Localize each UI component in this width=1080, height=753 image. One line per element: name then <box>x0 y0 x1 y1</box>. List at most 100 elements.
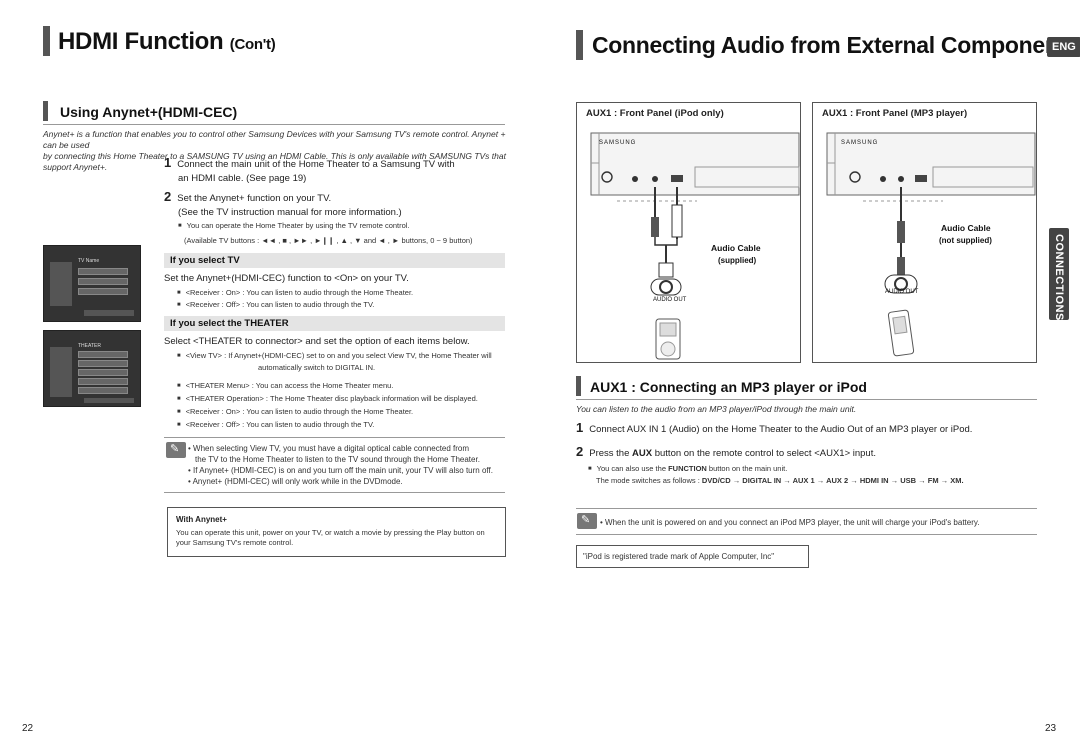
section-bar <box>576 376 581 396</box>
aux-jack <box>880 176 886 182</box>
step-text: Set the Anynet+ function on your TV. <box>177 193 332 204</box>
usb-port <box>671 175 683 182</box>
section-rule <box>43 124 505 125</box>
note-line: • If Anynet+ (HDMI-CEC) is on and you tu… <box>188 466 493 475</box>
panel-mp3: AUX1 : Front Panel (MP3 player) SAMSUNG … <box>812 102 1037 363</box>
note-block: • When selecting View TV, you must have … <box>188 443 508 487</box>
mp3-connection-diagram <box>826 132 1036 357</box>
bullet-bold: FUNCTION <box>668 464 707 473</box>
trademark-box: "iPod is registered trade mark of Apple … <box>576 545 809 568</box>
cable-jack <box>658 262 674 278</box>
power-button <box>601 171 613 183</box>
menu-row <box>78 278 128 285</box>
audio-out-label: AUDIO OUT <box>885 289 919 295</box>
tv-menu-screenshot-1: TV Name <box>43 245 141 322</box>
display-window <box>932 166 1034 188</box>
with-anynet-box: With Anynet+ You can operate this unit, … <box>167 507 506 557</box>
bullet-receiver-on: <Receiver : On> : You can listen to audi… <box>177 406 507 418</box>
note-icon <box>166 442 186 458</box>
step-text-cont: (See the TV instruction manual for more … <box>178 207 402 218</box>
shot-title: THEATER <box>78 343 101 349</box>
box-line: your Samsung TV's remote control. <box>176 538 294 547</box>
connections-tab: CONNECTIONS <box>1049 228 1069 321</box>
aux-jack <box>632 176 638 182</box>
menu-row <box>78 268 128 275</box>
step-text-cont: an HDMI cable. (See page 19) <box>178 173 307 184</box>
brand-label: SAMSUNG <box>841 140 879 146</box>
step-text: Connect AUX IN 1 (Audio) on the Home The… <box>589 424 973 435</box>
section-title-anynet: Using Anynet+(HDMI-CEC) <box>60 104 238 120</box>
bullet-view-tv: <View TV> : If Anynet+(HDMI-CEC) set to … <box>177 350 507 362</box>
brand-label: SAMSUNG <box>599 140 637 146</box>
title-bar <box>43 26 50 56</box>
page-title-right: Connecting Audio from External Component… <box>592 32 1079 58</box>
if-tv-line: Set the Anynet+(HDMI-CEC) function to <O… <box>164 273 409 284</box>
if-theater-line: Select <THEATER to connector> and set th… <box>164 336 470 347</box>
aux-bullet: You can also use the FUNCTION button on … <box>588 463 1038 487</box>
intro-line-1: Anynet+ is a function that enables you t… <box>43 129 506 150</box>
page-number-left: 22 <box>22 723 34 734</box>
box-title: With Anynet+ <box>176 515 227 524</box>
if-select-theater-heading: If you select the THEATER <box>164 316 505 331</box>
section-bar <box>43 101 48 121</box>
panel-title: AUX1 : Front Panel (iPod only) <box>586 108 724 119</box>
menu-row <box>78 360 128 367</box>
mode-sequence: DVD/CD → DIGITAL IN → AUX 1 → AUX 2 → HD… <box>701 476 964 485</box>
box-line: You can operate this unit, power on your… <box>176 528 485 537</box>
shot-title: TV Name <box>78 258 100 264</box>
bullet-theater-operation: <THEATER Operation> : The Home Theater d… <box>177 393 507 405</box>
menu-footer <box>84 398 134 403</box>
title-suffix: (Con't) <box>229 36 276 53</box>
bullet-theater-menu: <THEATER Menu> : You can access the Home… <box>177 380 507 392</box>
if-tv-bullets: <Receiver : On> : You can listen to audi… <box>177 287 414 311</box>
bullet-view-tv-cont: automatically switch to DIGITAL IN. <box>258 363 376 372</box>
cable-plug <box>651 217 659 237</box>
step-text-pre: Press the <box>589 448 633 459</box>
audio-out-port <box>659 280 673 294</box>
aux-step-1: 1 Connect AUX IN 1 (Audio) on the Home Th… <box>576 421 1036 437</box>
note-rule-bottom <box>164 492 505 493</box>
cable-label: Audio Cable <box>711 243 761 253</box>
aux-jack <box>898 176 904 182</box>
cable-sub-label: (not supplied) <box>939 236 992 245</box>
cable-plug <box>671 204 683 238</box>
section-title-aux1: AUX1 : Connecting an MP3 player or iPod <box>590 379 867 395</box>
menu-row <box>78 387 128 394</box>
step-number: 2 <box>164 189 172 204</box>
note-rule-top <box>164 437 505 438</box>
audio-out-label: AUDIO OUT <box>653 297 687 303</box>
cable-label: Audio Cable <box>941 223 991 233</box>
ipod-connection-diagram <box>590 132 800 360</box>
step-2: 2 Set the Anynet+ function on your TV. (S… <box>164 190 504 247</box>
tv-menu-screenshot-2: THEATER <box>43 330 141 407</box>
note-icon <box>577 513 597 529</box>
home-theater-front <box>826 132 1036 196</box>
trademark-text: "iPod is registered trade mark of Apple … <box>583 552 775 561</box>
panel-ipod: AUX1 : Front Panel (iPod only) SAMSUNG A… <box>576 102 801 363</box>
page-title-left: HDMI Function (Con't) <box>58 28 276 56</box>
note-text: • When the unit is powered on and you co… <box>600 518 980 527</box>
section-rule <box>576 399 1037 400</box>
bullet-receiver-off: <Receiver : Off> : You can listen to aud… <box>177 299 413 311</box>
bullet-post: button on the main unit. <box>706 464 788 473</box>
bullet-pre: You can also use the <box>596 464 669 473</box>
mode-pre: The mode switches as follows : <box>596 476 702 485</box>
step-bullet: You can operate the Home Theater by usin… <box>164 220 504 232</box>
aux-intro: You can listen to the audio from an MP3 … <box>576 404 857 414</box>
menu-row <box>78 288 128 295</box>
note-line: the TV to the Home Theater to listen to … <box>195 455 480 464</box>
cable-sub-label: (supplied) <box>718 256 757 265</box>
if-theater-bullets: <View TV> : If Anynet+(HDMI-CEC) set to … <box>177 350 507 431</box>
step-number: 1 <box>576 420 584 435</box>
intro-text: Anynet+ is a function that enables you t… <box>43 129 513 173</box>
cable-plug <box>897 221 905 243</box>
menu-row <box>78 369 128 376</box>
bullet-receiver-on: <Receiver : On> : You can listen to audi… <box>177 287 414 299</box>
title-text: HDMI Function <box>58 28 224 55</box>
panel-title: AUX1 : Front Panel (MP3 player) <box>822 108 968 119</box>
tv-buttons: (Available TV buttons : ◄◄ , ■ , ►► , ►❙… <box>184 236 473 245</box>
bullet-receiver-off: <Receiver : Off> : You can listen to aud… <box>177 419 507 431</box>
page-number-right: 23 <box>1045 723 1057 734</box>
